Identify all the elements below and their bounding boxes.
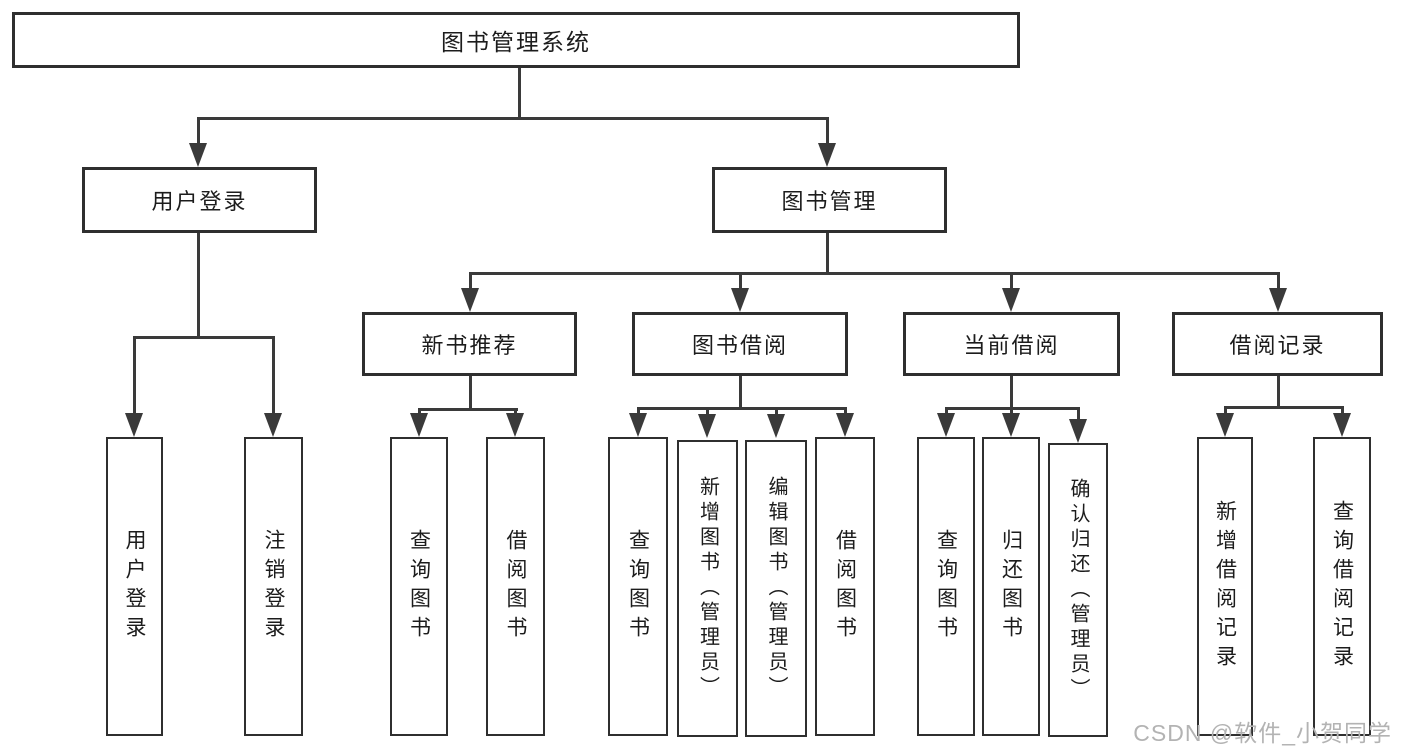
leaf-add-book-admin: 新增图书（管理员） [677,440,738,737]
csdn-watermark: CSDN @软件_小贺同学 [1133,720,1392,746]
connector-borrow-records-bar [1224,406,1344,409]
connector-new-book-recommend-stem [469,376,472,410]
connector-stub-user-login [197,117,200,145]
connector-user-login-bar [133,336,275,339]
leaf-edit-book-admin: 编辑图书（管理员） [745,440,807,737]
connector-stub-borrow-books-borrowing [844,407,847,416]
connector-stub-edit-book-admin [775,407,778,416]
leaf-query-books-borrowing: 查询图书 [608,437,668,736]
arrow-to-leaf-logout [264,413,282,437]
connector-stub-current-borrowing [1010,272,1013,292]
arrow-to-edit-book-admin [767,414,785,438]
connector-stub-confirm-return-admin [1077,407,1080,420]
leaf-return-books: 归还图书 [982,437,1040,736]
connector-borrow-records-stem [1277,376,1280,408]
arrow-to-add-book-admin [698,414,716,438]
connector-current-borrowing-stem [1010,376,1013,409]
connector-stub-query-books-current [945,407,948,416]
leaf-logout: 注销登录 [244,437,303,736]
connector-stub-book-borrowing [739,272,742,292]
arrow-to-current-borrowing [1002,288,1020,312]
connector-root-stem [518,68,521,119]
leaf-query-books-current: 查询图书 [917,437,975,736]
node-book-management: 图书管理 [712,167,947,233]
arrow-to-add-borrow-record [1216,413,1234,437]
connector-stub-book-management [826,117,829,145]
connector-new-book-recommend-bar [418,408,518,411]
arrow-to-borrow-books-recommend [506,413,524,437]
node-library-management-system: 图书管理系统 [12,12,1020,68]
arrow-to-return-books [1002,413,1020,437]
leaf-query-borrow-record: 查询借阅记录 [1313,437,1371,736]
leaf-borrow-books-recommend: 借阅图书 [486,437,545,736]
arrow-to-user-login [189,143,207,167]
arrow-to-book-borrowing [731,288,749,312]
arrow-to-query-books-recommend [410,413,428,437]
connector-stub-new-book-recommend [469,272,472,292]
leaf-add-borrow-record: 新增借阅记录 [1197,437,1253,736]
arrow-to-query-books-current [937,413,955,437]
node-book-borrowing: 图书借阅 [632,312,848,376]
connector-stub-borrow-books-recommend [514,408,517,416]
connector-book-management-bar [469,272,1280,275]
leaf-borrow-books-borrowing: 借阅图书 [815,437,875,736]
connector-stub-leaf-user-login [133,336,136,415]
arrow-to-new-book-recommend [461,288,479,312]
connector-stub-add-book-admin [706,407,709,416]
leaf-confirm-return-admin: 确认归还（管理员） [1048,443,1108,737]
connector-user-login-stem [197,233,200,339]
leaf-query-books-recommend: 查询图书 [390,437,448,736]
connector-book-borrowing-stem [739,376,742,409]
connector-book-borrowing-bar [637,407,847,410]
connector-stub-query-borrow-record [1341,406,1344,416]
connector-stub-borrow-records [1277,272,1280,292]
node-current-borrowing: 当前借阅 [903,312,1120,376]
connector-book-management-stem [826,233,829,275]
arrow-to-query-borrow-record [1333,413,1351,437]
arrow-to-borrow-records [1269,288,1287,312]
connector-root-bar [197,117,829,120]
arrow-to-book-management [818,143,836,167]
node-borrow-records: 借阅记录 [1172,312,1383,376]
arrow-to-query-books-borrowing [629,413,647,437]
arrow-to-borrow-books-borrowing [836,413,854,437]
connector-stub-leaf-logout [272,336,275,415]
node-new-book-recommend: 新书推荐 [362,312,577,376]
connector-stub-add-borrow-record [1224,406,1227,416]
arrow-to-leaf-user-login [125,413,143,437]
leaf-user-login: 用户登录 [106,437,163,736]
arrow-to-confirm-return-admin [1069,419,1087,443]
connector-stub-return-books [1010,407,1013,416]
connector-stub-query-books-borrowing [637,407,640,416]
connector-stub-query-books-recommend [418,408,421,416]
node-user-login: 用户登录 [82,167,317,233]
